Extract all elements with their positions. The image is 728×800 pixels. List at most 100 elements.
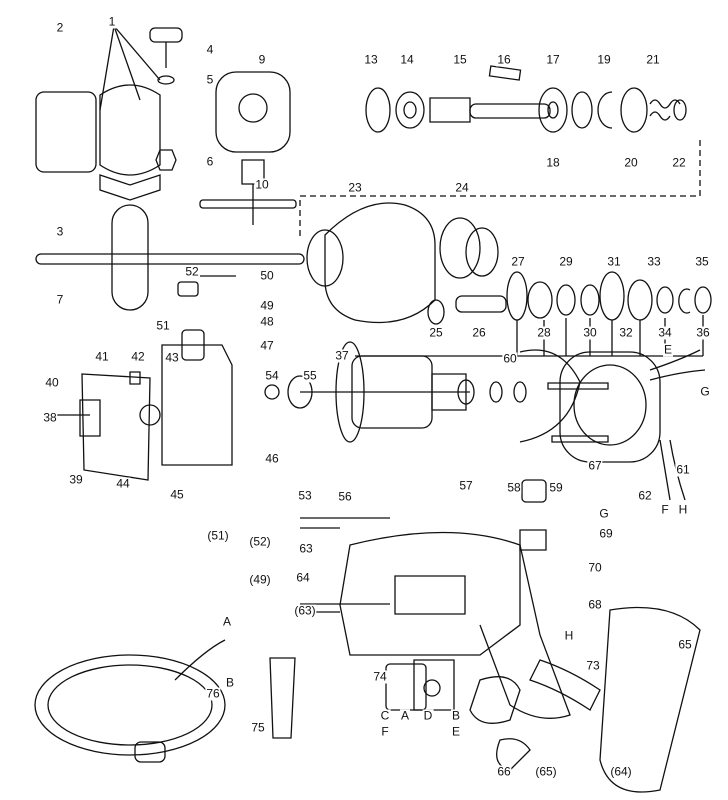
part-label: H [677,502,689,517]
part-label: 30 [582,325,598,340]
part-label: E [450,724,462,739]
part-label: 52 [184,264,200,279]
part-label: 32 [618,325,634,340]
part-label: 64 [295,570,311,585]
part-label: 48 [259,314,275,329]
dashed-guide [300,140,700,238]
part-label: 58 [506,480,522,495]
part-label: 18 [545,155,561,170]
part-label: 7 [55,292,65,307]
part-label: 61 [675,462,691,477]
part-label: 29 [558,254,574,269]
motor-housing [35,480,700,792]
part-label: 60 [502,351,518,366]
part-label: 63 [298,541,314,556]
part-label: 20 [623,155,639,170]
part-label: 17 [545,52,561,67]
part-label: 69 [598,526,614,541]
part-label: 13 [363,52,379,67]
part-label: 6 [205,154,215,169]
part-label: H [563,628,575,643]
part-label: (52) [248,534,272,549]
part-label: 5 [205,72,215,87]
part-label: A [399,708,411,723]
part-label: 21 [645,52,661,67]
part-label: 4 [205,42,215,57]
part-label: 16 [496,52,512,67]
part-label: 35 [694,254,710,269]
spindle-parts [366,66,686,132]
part-label: 37 [334,348,350,363]
part-label: 49 [259,298,275,313]
part-label: 10 [254,177,270,192]
part-label: 33 [646,254,662,269]
part-label: 67 [587,458,603,473]
part-label: 15 [452,52,468,67]
part-label: 24 [454,180,470,195]
part-label: G [598,506,610,521]
part-label: 53 [297,488,313,503]
part-label: 76 [205,686,221,701]
part-label: 41 [94,349,110,364]
part-label: 14 [399,52,415,67]
part-label: C [379,708,391,723]
part-label: 62 [637,488,653,503]
part-label: F [380,724,390,739]
armature [300,342,526,442]
part-label: 19 [596,52,612,67]
part-label: 39 [68,472,84,487]
part-label: 44 [115,476,131,491]
chuck-and-key [200,72,296,225]
part-label: 68 [587,597,603,612]
part-label: 47 [259,338,275,353]
part-label: 57 [458,478,474,493]
part-label: E [662,342,674,357]
part-label: 45 [169,487,185,502]
part-label: 75 [250,720,266,735]
part-label: 73 [585,658,601,673]
part-label: 54 [264,368,280,383]
part-label: B [450,708,462,723]
part-label: 46 [264,451,280,466]
part-label: 74 [372,669,388,684]
part-label: 38 [42,410,58,425]
part-label: 55 [302,368,318,383]
part-label: 26 [471,325,487,340]
part-label: (64) [609,764,633,779]
part-label: 70 [587,560,603,575]
part-label: G [699,384,711,399]
part-label: 50 [259,268,275,283]
part-label: 51 [155,318,171,333]
part-label: (65) [534,764,558,779]
part-label: A [221,614,233,629]
part-label: 9 [257,52,267,67]
part-label: 40 [44,375,60,390]
part-label: 65 [677,637,693,652]
part-label: 31 [606,254,622,269]
part-label: 34 [657,325,673,340]
part-label: 43 [164,350,180,365]
part-label: (49) [248,572,272,587]
stator [520,350,705,500]
part-label: 23 [347,180,363,195]
side-handle-assembly [36,26,304,310]
part-label: 27 [510,254,526,269]
part-label: F [660,502,670,517]
part-label: (51) [206,528,230,543]
part-label: B [224,675,236,690]
part-label: 22 [671,155,687,170]
part-label: (63) [293,603,317,618]
part-label: 42 [130,349,146,364]
part-label: 56 [337,489,353,504]
part-label: 3 [55,224,65,239]
part-label: 2 [55,20,65,35]
gearbox-parts [307,203,711,356]
part-label: 36 [695,325,711,340]
part-label: D [422,708,434,723]
part-label: 66 [496,764,512,779]
part-label: 25 [428,325,444,340]
part-label: 59 [548,480,564,495]
part-label: 28 [536,325,552,340]
